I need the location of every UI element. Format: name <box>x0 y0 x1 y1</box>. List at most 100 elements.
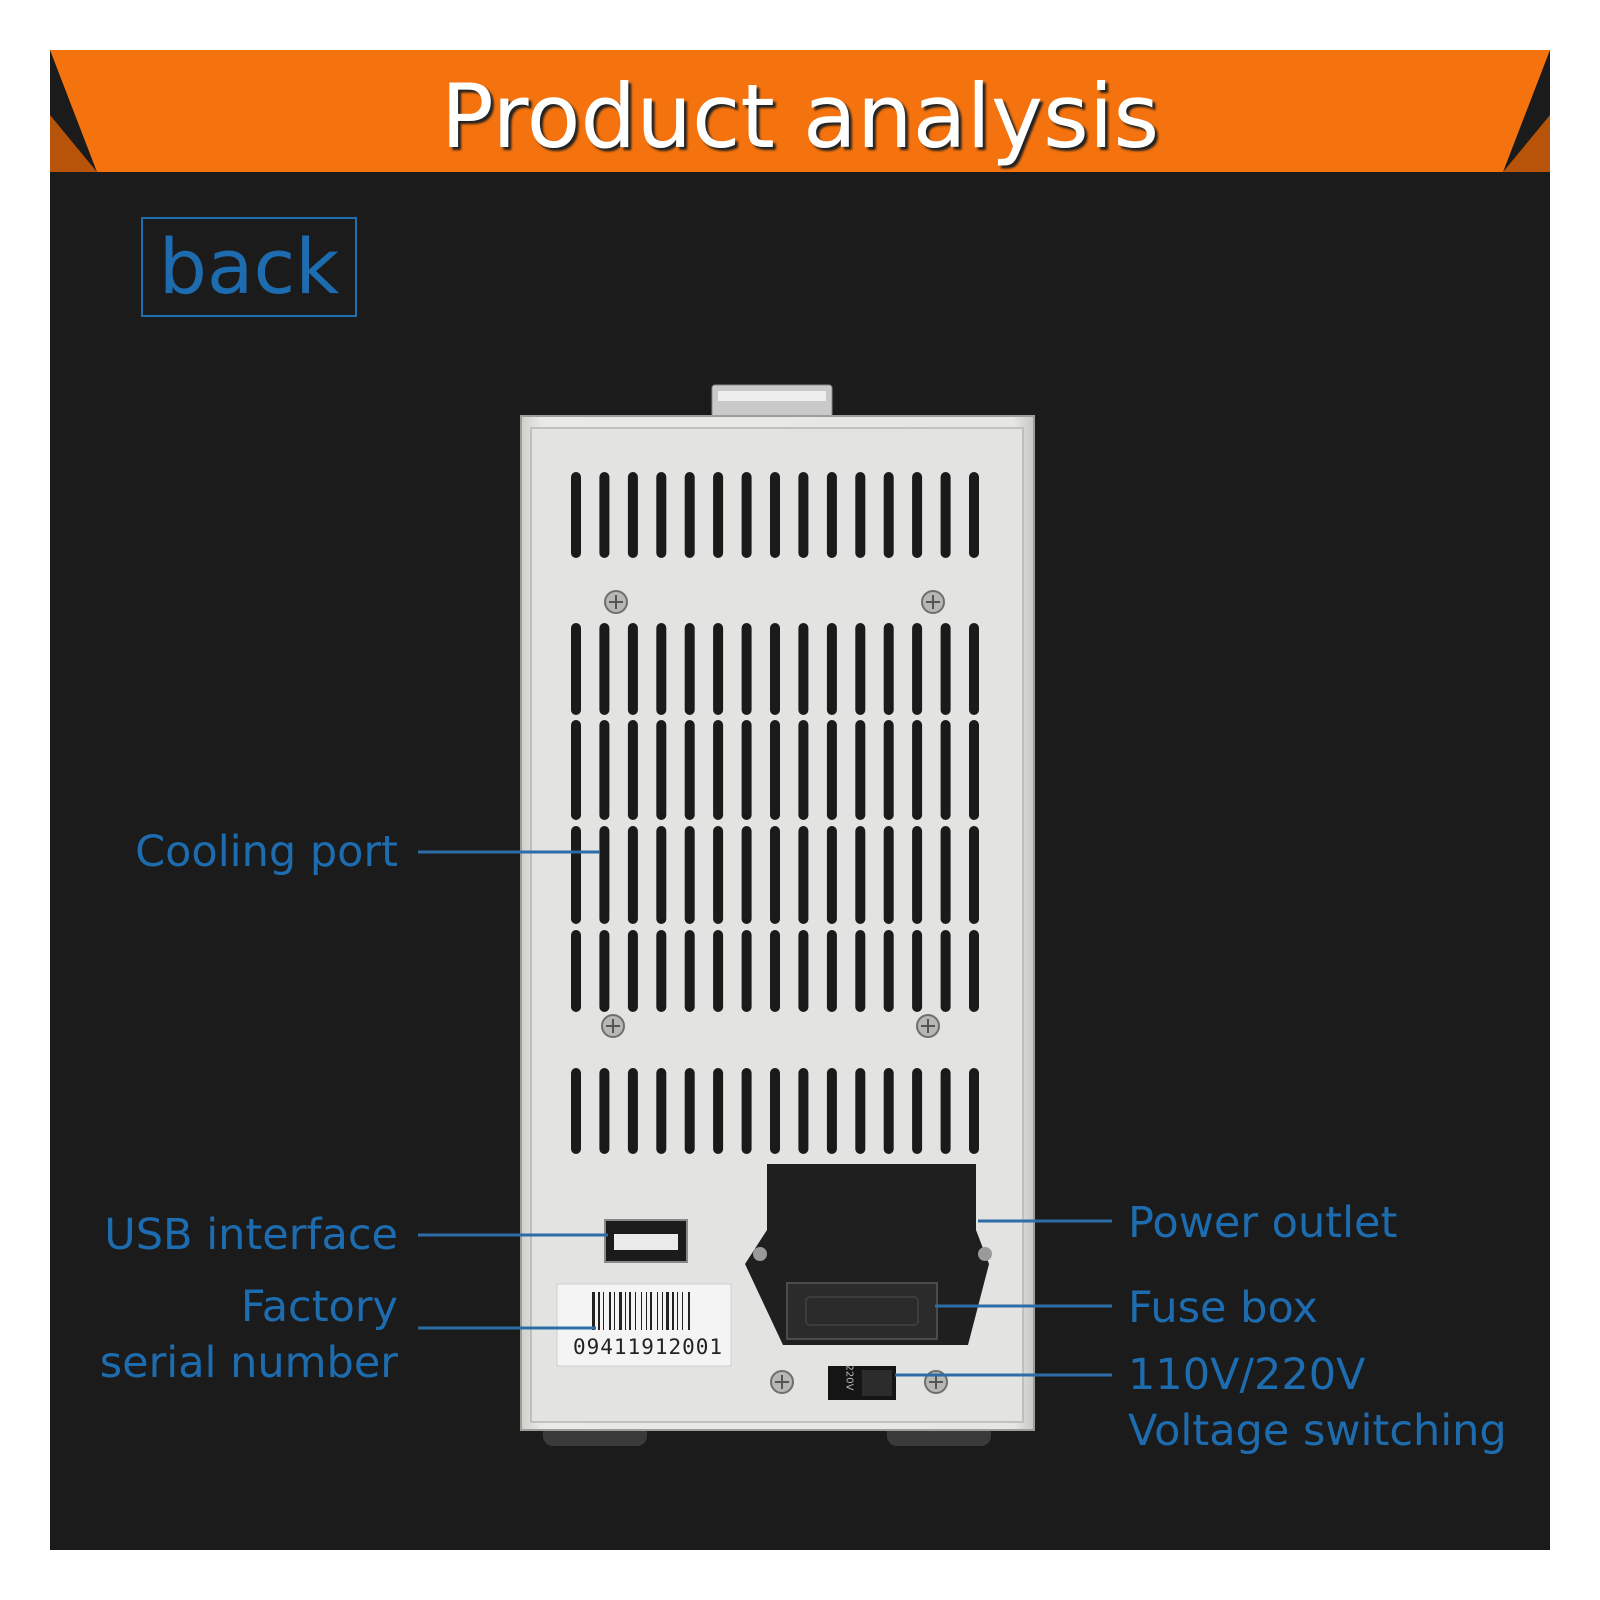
vent-slot <box>684 930 695 1012</box>
vent-slot <box>627 826 638 924</box>
vent-slot <box>826 930 837 1012</box>
vent-slot <box>627 472 638 558</box>
vent-slot <box>940 720 951 820</box>
vent-slot <box>741 472 752 558</box>
page-title: Product analysis <box>440 65 1160 168</box>
vent-slot <box>684 623 695 715</box>
vent-slot <box>713 472 724 558</box>
vent-slot <box>684 720 695 820</box>
vent-slot <box>741 623 752 715</box>
vent-slots-top <box>571 472 979 558</box>
vent-slot <box>656 930 667 1012</box>
screw-icon <box>604 590 628 614</box>
vent-slot <box>883 826 894 924</box>
barcode-bar <box>672 1292 674 1330</box>
callout-usb-interface: USB interface <box>104 1210 398 1260</box>
vent-slots-bottom <box>571 1068 979 1154</box>
vent-slot <box>826 720 837 820</box>
vent-slot <box>741 826 752 924</box>
vent-slot <box>599 623 610 715</box>
barcode-bar <box>682 1292 683 1330</box>
vent-slot <box>656 720 667 820</box>
vent-slot <box>855 1068 866 1154</box>
barcode-bar <box>662 1292 663 1330</box>
vent-slot <box>684 1068 695 1154</box>
vent-slot <box>770 472 780 558</box>
vent-slot <box>912 930 923 1012</box>
screw-icon <box>916 1014 940 1038</box>
vent-slot <box>912 720 923 820</box>
vent-slot <box>912 623 923 715</box>
vent-slot <box>627 1068 638 1154</box>
vent-slot <box>627 930 638 1012</box>
vent-slot <box>798 623 809 715</box>
voltage-switch-marking: 220V <box>843 1364 855 1391</box>
serial-barcode-label <box>556 1283 732 1367</box>
vent-slot <box>855 720 866 820</box>
vent-slot <box>826 826 837 924</box>
barcode-bar <box>646 1292 647 1330</box>
barcode <box>592 1292 690 1330</box>
callout-fuse-box: Fuse box <box>1128 1283 1318 1333</box>
vent-slot <box>770 623 780 715</box>
barcode-bar <box>650 1292 652 1330</box>
view-badge-label: back <box>158 222 340 311</box>
callout-voltage-1: 110V/220V <box>1128 1350 1366 1400</box>
vent-slot <box>770 1068 780 1154</box>
screw-icon <box>601 1014 625 1038</box>
vent-slot <box>969 623 979 715</box>
barcode-bar <box>609 1292 611 1330</box>
callout-factory-serial-2: serial number <box>99 1338 398 1388</box>
vent-slot <box>599 1068 610 1154</box>
barcode-bar <box>603 1292 604 1330</box>
callout-power-outlet: Power outlet <box>1128 1198 1398 1248</box>
vent-slot <box>826 623 837 715</box>
vent-slot <box>883 930 894 1012</box>
vent-slot <box>713 623 724 715</box>
vent-slot <box>940 623 951 715</box>
vent-slot <box>855 623 866 715</box>
vent-slot <box>741 720 752 820</box>
fuse-box <box>786 1282 938 1340</box>
barcode-bar <box>598 1292 600 1330</box>
screw-icon <box>921 590 945 614</box>
barcode-bar <box>629 1292 631 1330</box>
barcode-bar <box>619 1292 622 1330</box>
vent-slot <box>826 1068 837 1154</box>
vent-slot <box>713 826 724 924</box>
vent-slot <box>912 1068 923 1154</box>
vent-slot <box>599 930 610 1012</box>
vent-slot <box>741 1068 752 1154</box>
vent-slot <box>855 472 866 558</box>
vent-slot <box>940 826 951 924</box>
serial-number-text: 09411912001 <box>573 1335 724 1359</box>
vent-slot <box>713 720 724 820</box>
vent-slot <box>826 472 837 558</box>
vent-slot <box>656 472 667 558</box>
vent-slot <box>656 826 667 924</box>
vent-slot <box>969 472 979 558</box>
vent-slot <box>770 826 780 924</box>
vent-slot <box>855 930 866 1012</box>
vent-slot <box>684 472 695 558</box>
barcode-bar <box>614 1292 615 1330</box>
screw-icon <box>770 1370 794 1394</box>
vent-slot <box>798 720 809 820</box>
view-badge: back <box>141 217 357 317</box>
barcode-bar <box>635 1292 636 1330</box>
vent-slot <box>571 930 581 1012</box>
barcode-bar <box>666 1292 669 1330</box>
vent-slot <box>855 826 866 924</box>
vent-slot <box>770 930 780 1012</box>
vent-slot <box>713 1068 724 1154</box>
barcode-bar <box>657 1292 658 1330</box>
vent-slot <box>599 720 610 820</box>
vent-slot <box>798 1068 809 1154</box>
callout-factory-serial-1: Factory <box>240 1282 398 1332</box>
banner-ribbon-fold-right <box>1503 115 1550 172</box>
barcode-bar <box>677 1292 678 1330</box>
vent-slot <box>883 623 894 715</box>
vent-slot <box>912 472 923 558</box>
barcode-bar <box>625 1292 626 1330</box>
